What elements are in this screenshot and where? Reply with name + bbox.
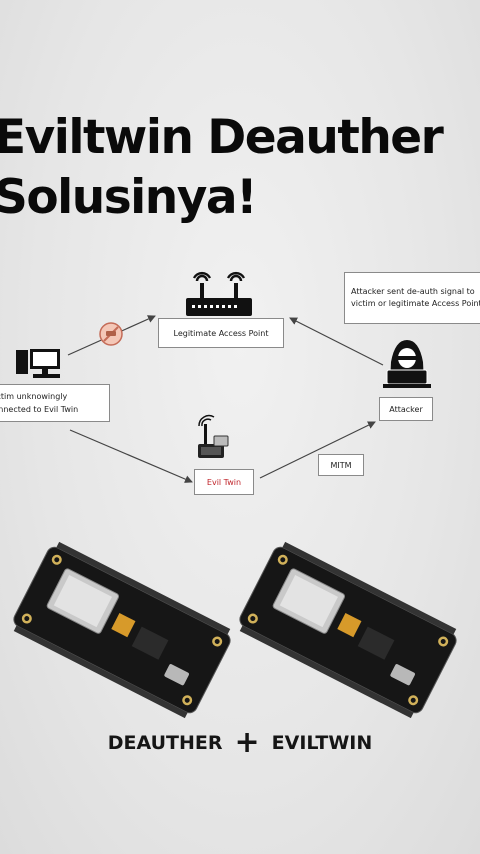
attacker-note-text: Attacker sent de-auth signal to victim o… (351, 287, 480, 308)
computer-icon (16, 349, 60, 378)
hacker-icon (383, 340, 431, 388)
esp8266-board-left (13, 541, 231, 719)
victim-label: Victim unknowingly connected to Evil Twi… (0, 392, 79, 414)
evil-twin-device-icon (198, 414, 229, 458)
evil-twin-box: Evil Twin (194, 469, 254, 495)
attacker-note-box: Attacker sent de-auth signal to victim o… (344, 272, 480, 324)
title-line-2: Solusinya! (0, 170, 258, 225)
attacker-box: Attacker (379, 397, 433, 421)
victim-box: Victim unknowingly connected to Evil Twi… (0, 384, 110, 422)
plus-sign: + (234, 725, 260, 760)
esp8266-board-right (239, 541, 457, 719)
deauther-label: DEAUTHER (107, 732, 223, 754)
attacker-label: Attacker (389, 404, 423, 414)
page-title: Eviltwin Deauther Solusinya! (0, 108, 444, 228)
mitm-box: MITM (318, 454, 364, 476)
evil-twin-label: Evil Twin (206, 477, 242, 487)
legit-ap-box: Legitimate Access Point (158, 318, 284, 348)
arrow-victim-to-evil-twin (69, 429, 193, 483)
arrow-attacker-to-ap (289, 317, 384, 366)
legit-ap-label: Legitimate Access Point (173, 328, 269, 338)
blocked-icon (99, 322, 123, 346)
router-icon (186, 271, 252, 316)
title-line-1: Eviltwin Deauther (0, 110, 444, 165)
mitm-label: MITM (330, 460, 352, 470)
arrow-evil-twin-to-attacker (259, 421, 376, 479)
bottom-caption: DEAUTHER + EVILTWIN (0, 728, 480, 758)
eviltwin-label: EVILTWIN (271, 732, 373, 754)
